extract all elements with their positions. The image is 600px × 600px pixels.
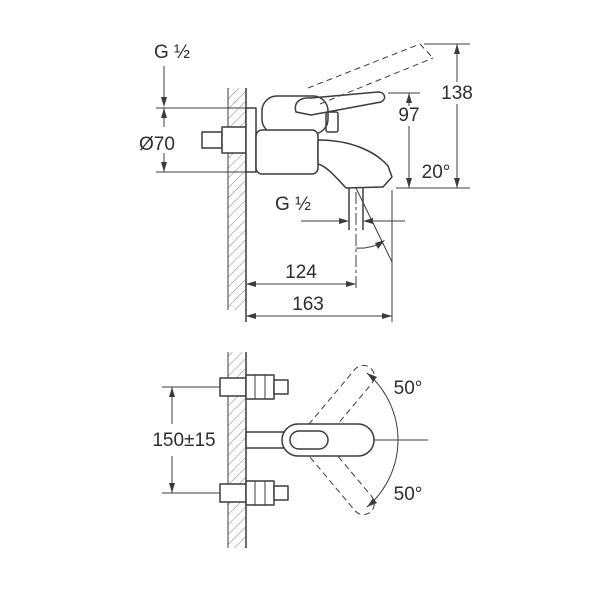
arrowhead-icon: [454, 44, 460, 54]
side-view: 20° G ½ Ø70 97: [139, 42, 473, 322]
swing-upper-label: 50°: [394, 378, 423, 399]
connection-spacing-label: 150±15: [152, 430, 215, 451]
lever-raised-outline: [307, 43, 434, 105]
mixer-body: [255, 129, 319, 175]
union-nut: [245, 374, 275, 400]
plan-view: 50° 50° 150±15: [152, 352, 428, 548]
inlet-union-nut: [221, 126, 247, 154]
cartridge-dome: [261, 95, 329, 135]
spout-angle-line: [355, 187, 393, 263]
dimension-inlet-thread: G ½: [154, 42, 190, 107]
arrowhead-icon: [363, 218, 373, 224]
dimension-spout-angle: 20°: [355, 162, 451, 263]
lever-handle: [294, 91, 386, 116]
dimension-escutcheon-diameter: Ø70: [139, 107, 246, 173]
arrowhead-icon: [246, 281, 256, 287]
wall-hatch-side: [228, 88, 246, 310]
spout-height-label: 97: [398, 105, 419, 126]
arrowhead-icon: [246, 313, 256, 319]
inlet-thread-label: G ½: [154, 42, 190, 63]
arrowhead-icon: [161, 162, 167, 172]
arrowhead-icon: [406, 93, 412, 103]
spout: [317, 139, 393, 189]
outlet-thread-label: G ½: [275, 194, 311, 215]
swing-lower-label: 50°: [394, 484, 423, 505]
outlet-projection-label: 124: [285, 262, 317, 283]
arrowhead-icon: [161, 108, 167, 118]
union-nut: [245, 480, 275, 506]
union-stub: [273, 379, 289, 395]
arrowhead-icon: [406, 178, 412, 188]
arrowhead-icon: [382, 313, 392, 319]
dimension-outlet-projection: 124: [246, 262, 356, 287]
dimension-overall-height: 138: [424, 43, 473, 188]
arrowhead-icon: [169, 483, 175, 493]
union-anchor: [219, 377, 247, 397]
arrowhead-icon: [169, 387, 175, 397]
escutcheon-diameter-label: Ø70: [139, 134, 175, 155]
arrowhead-icon: [346, 281, 356, 287]
supply-union-lower: [219, 480, 289, 506]
inlet-thread-arrowhead-icon: [161, 97, 167, 107]
body-wall-bridge: [245, 431, 285, 449]
spout-angle-label: 20°: [422, 162, 451, 183]
spout-angle-arrowhead-icon: [375, 240, 385, 249]
dimension-swing-lower: 50°: [366, 439, 423, 508]
diverter-knob: [325, 111, 339, 133]
arrowhead-icon: [367, 498, 377, 507]
arrowhead-icon: [367, 373, 377, 382]
dimension-connection-spacing: 150±15: [152, 386, 220, 494]
supply-union-upper: [219, 374, 289, 400]
dimension-spout-height: 97: [388, 92, 470, 189]
inlet-union-small: [201, 131, 223, 149]
spout-plan-detail: [289, 430, 329, 450]
escutcheon: [245, 107, 257, 173]
union-stub: [273, 485, 289, 501]
overall-height-label: 138: [441, 83, 473, 104]
overall-projection-label: 163: [292, 294, 324, 315]
dimension-outlet-thread: G ½: [275, 194, 405, 224]
union-anchor: [219, 483, 247, 503]
dimension-swing-upper: 50°: [366, 372, 423, 441]
arrowhead-icon: [454, 178, 460, 188]
dimension-overall-projection: 163: [246, 190, 393, 322]
arrowhead-icon: [339, 218, 349, 224]
